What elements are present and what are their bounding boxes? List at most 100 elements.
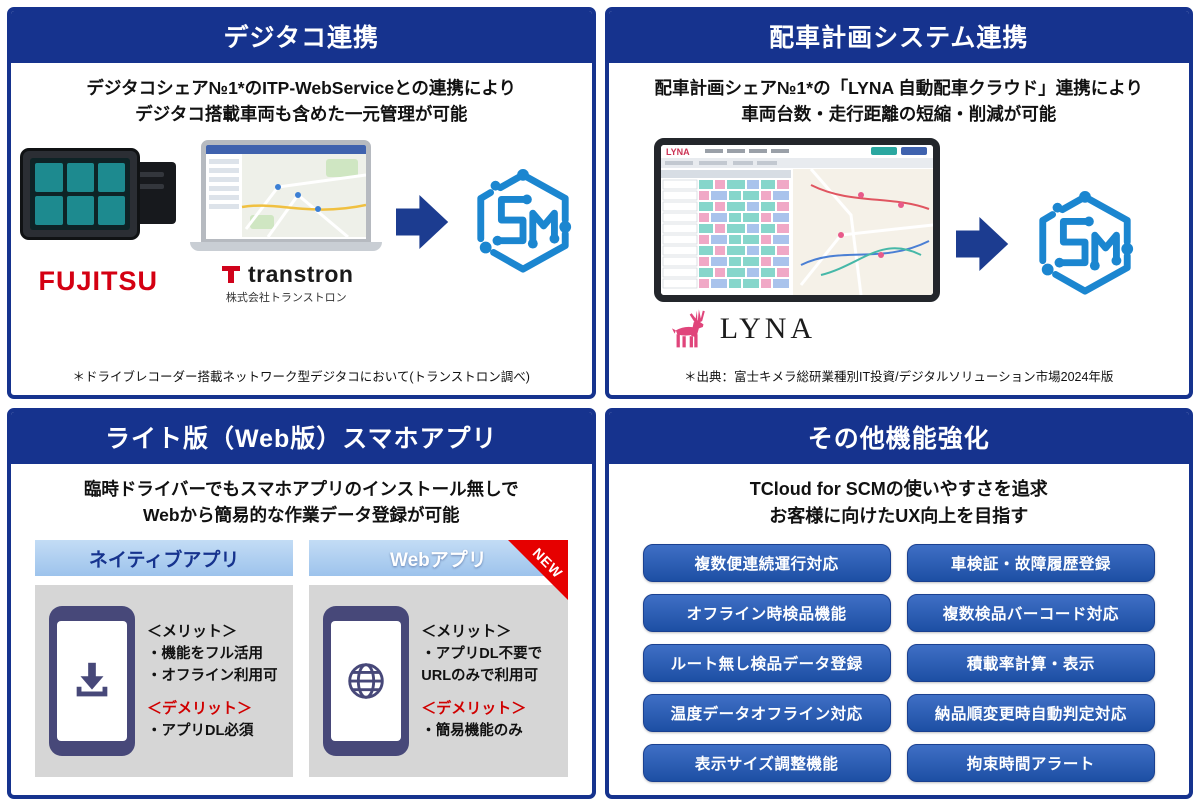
panel-lite-app-body: 臨時ドライバーでもスマホアプリのインストール無しで Webから簡易的な作業データ… xyxy=(11,464,592,796)
dispatch-desc-line2: 車両台数・走行距離の短縮・削減が可能 xyxy=(741,104,1057,125)
web-phone-image xyxy=(323,606,410,756)
tachograph-screen xyxy=(30,157,131,230)
web-merit-item: ・アプリDL不要で xyxy=(421,645,543,662)
laptop-base xyxy=(190,241,383,251)
panel-other-features-title: その他機能強化 xyxy=(807,424,990,453)
map-app-image xyxy=(206,144,367,238)
lyna-screenshot-image: LYNA xyxy=(653,137,940,302)
panel-dispatch: 配車計画システム連携 配車計画シェア№1*の「LYNA 自動配車クラウド」連携に… xyxy=(604,7,1193,399)
dispatch-desc-line1: 配車計画シェア№1*の「LYNA 自動配車クラウド」連携により xyxy=(654,78,1143,98)
web-phone-screen xyxy=(331,621,402,741)
feature-pill: 表示サイズ調整機能 xyxy=(642,743,891,782)
laptop-image xyxy=(190,139,383,251)
app-comparison: ネイティブアプリ xyxy=(21,532,582,787)
panel-other-features: その他機能強化 TCloud for SCMの使いやすさを追求 お客様に向けたU… xyxy=(604,407,1193,799)
globe-icon xyxy=(348,663,384,699)
web-merit-label: ＜メリット＞ xyxy=(421,622,512,640)
panel-digitaco: デジタコ連携 デジタコシェア№1*のITP-WebServiceとの連携により … xyxy=(7,7,596,399)
web-app-column: NEW Webアプリ xyxy=(309,540,568,777)
native-app-text: ＜メリット＞ ・機能をフル活用 ・オフライン利用可 ＜デメリット＞ ・アプリDL… xyxy=(147,620,278,743)
native-app-body: ＜メリット＞ ・機能をフル活用 ・オフライン利用可 ＜デメリット＞ ・アプリDL… xyxy=(35,585,294,777)
digitaco-footnote: ＊ドライブレコーダー搭載ネットワーク型デジタコにおいて(トランストロン調べ) xyxy=(72,369,530,384)
native-demerit-item: ・アプリDL必須 xyxy=(147,722,254,739)
web-merit-item: URLのみで利用可 xyxy=(421,668,539,685)
tacho-key xyxy=(66,162,94,192)
transtron-company-name: 株式会社トランストロン xyxy=(225,291,347,304)
fujitsu-logo: FUJITSU xyxy=(38,265,158,296)
web-app-body: ＜メリット＞ ・アプリDL不要で URLのみで利用可 ＜デメリット＞ ・簡易機能… xyxy=(309,585,568,777)
feature-pill: オフライン時検品機能 xyxy=(642,593,891,632)
feature-pill: ルート無し検品データ登録 xyxy=(642,643,891,682)
panel-dispatch-body: 配車計画シェア№1*の「LYNA 自動配車クラウド」連携により 車両台数・走行距… xyxy=(609,63,1190,395)
transtron-wordmark: transtron xyxy=(248,260,354,287)
feature-pill: 拘束時間アラート xyxy=(906,743,1155,782)
lite-desc-line1: 臨時ドライバーでもスマホアプリのインストール無しで xyxy=(83,478,519,499)
lyna-screen-wordmark: LYNA xyxy=(666,147,690,157)
laptop-column: transtron 株式会社トランストロン xyxy=(190,139,383,305)
tacho-key xyxy=(97,195,126,225)
native-app-column: ネイティブアプリ xyxy=(35,540,294,777)
other-desc-line2: お客様に向けたUX向上を目指す xyxy=(769,505,1029,526)
transtron-mark-icon xyxy=(222,266,241,283)
native-phone-screen xyxy=(57,621,127,741)
panel-lite-app: ライト版（Web版）スマホアプリ 臨時ドライバーでもスマホアプリのインストール無… xyxy=(7,407,596,799)
tachograph-screen-device xyxy=(20,147,141,240)
feature-pill: 複数検品バーコード対応 xyxy=(906,593,1155,632)
feature-pill: 納品順変更時自動判定対応 xyxy=(906,693,1155,732)
lyna-column: LYNA xyxy=(653,137,940,350)
web-demerit-item: ・簡易機能のみ xyxy=(421,722,523,739)
panel-other-features-body: TCloud for SCMの使いやすさを追求 お客様に向けたUX向上を目指す … xyxy=(609,464,1190,796)
panel-dispatch-header: 配車計画システム連携 xyxy=(608,11,1189,63)
other-description: TCloud for SCMの使いやすさを追求 お客様に向けたUX向上を目指す xyxy=(623,476,1176,530)
digitaco-desc-line2: デジタコ搭載車両も含めた一元管理が可能 xyxy=(135,104,468,125)
digitaco-description: デジタコシェア№1*のITP-WebServiceとの連携により デジタコ搭載車… xyxy=(25,75,578,128)
native-demerit-label: ＜デメリット＞ xyxy=(147,699,253,717)
tacho-key xyxy=(35,162,63,192)
lite-description: 臨時ドライバーでもスマホアプリのインストール無しで Webから簡易的な作業データ… xyxy=(25,476,578,529)
native-phone-image xyxy=(49,606,135,756)
digitaco-visual: FUJITSU xyxy=(20,139,582,305)
feature-grid: 複数便連続運行対応 車検証・故障履歴登録 オフライン時検品機能 複数検品バーコー… xyxy=(619,534,1180,786)
transtron-logo-row: transtron xyxy=(219,261,353,288)
lite-desc-line2: Webから簡易的な作業データ登録が可能 xyxy=(142,504,460,525)
native-merit-label: ＜メリット＞ xyxy=(147,622,238,640)
dispatch-visual: LYNA xyxy=(619,137,1180,350)
other-desc-line1: TCloud for SCMの使いやすさを追求 xyxy=(749,478,1048,499)
transtron-logo: transtron 株式会社トランストロン xyxy=(219,261,353,305)
native-merit-item: ・機能をフル活用 xyxy=(147,645,263,662)
tacho-key xyxy=(66,195,94,225)
web-app-header: Webアプリ xyxy=(309,540,568,576)
feature-pill: 温度データオフライン対応 xyxy=(642,693,891,732)
panel-lite-app-title: ライト版（Web版）スマホアプリ xyxy=(104,424,498,453)
feature-pill: 積載率計算・表示 xyxy=(906,643,1155,682)
dispatch-description: 配車計画シェア№1*の「LYNA 自動配車クラウド」連携により 車両台数・走行距… xyxy=(623,75,1176,128)
feature-pill: 複数便連続運行対応 xyxy=(642,543,891,582)
tacho-key xyxy=(97,162,126,192)
panel-digitaco-title: デジタコ連携 xyxy=(223,24,379,52)
lyna-deer-icon xyxy=(671,308,705,347)
panel-digitaco-header: デジタコ連携 xyxy=(11,11,592,63)
native-app-header: ネイティブアプリ xyxy=(35,540,294,576)
panel-lite-app-header: ライト版（Web版）スマホアプリ xyxy=(11,411,592,464)
tachograph-device-image xyxy=(20,147,177,256)
web-demerit-label: ＜デメリット＞ xyxy=(421,699,527,717)
right-arrow-icon xyxy=(955,216,1008,271)
scm-logo xyxy=(477,168,572,273)
lyna-logo: LYNA xyxy=(668,308,816,350)
download-icon xyxy=(76,662,108,697)
dispatch-footnote: ＊出典：富士キメラ総研業種別IT投資/デジタルソリューション市場2024年版 xyxy=(684,369,1114,384)
laptop-screen xyxy=(201,139,372,242)
panel-dispatch-title: 配車計画システム連携 xyxy=(769,24,1029,52)
native-merit-item: ・オフライン利用可 xyxy=(147,668,278,685)
tacho-key xyxy=(35,195,63,225)
lyna-app-image: LYNA xyxy=(660,144,933,295)
web-app-text: ＜メリット＞ ・アプリDL不要で URLのみで利用可 ＜デメリット＞ ・簡易機能… xyxy=(421,620,542,743)
lyna-wordmark: LYNA xyxy=(719,311,817,345)
right-arrow-icon xyxy=(396,195,449,249)
panel-other-features-header: その他機能強化 xyxy=(608,411,1189,464)
panel-digitaco-body: デジタコシェア№1*のITP-WebServiceとの連携により デジタコ搭載車… xyxy=(11,63,592,395)
feature-pill: 車検証・故障履歴登録 xyxy=(906,543,1155,582)
digitaco-desc-line1: デジタコシェア№1*のITP-WebServiceとの連携により xyxy=(86,78,517,98)
scm-logo xyxy=(1039,190,1133,295)
